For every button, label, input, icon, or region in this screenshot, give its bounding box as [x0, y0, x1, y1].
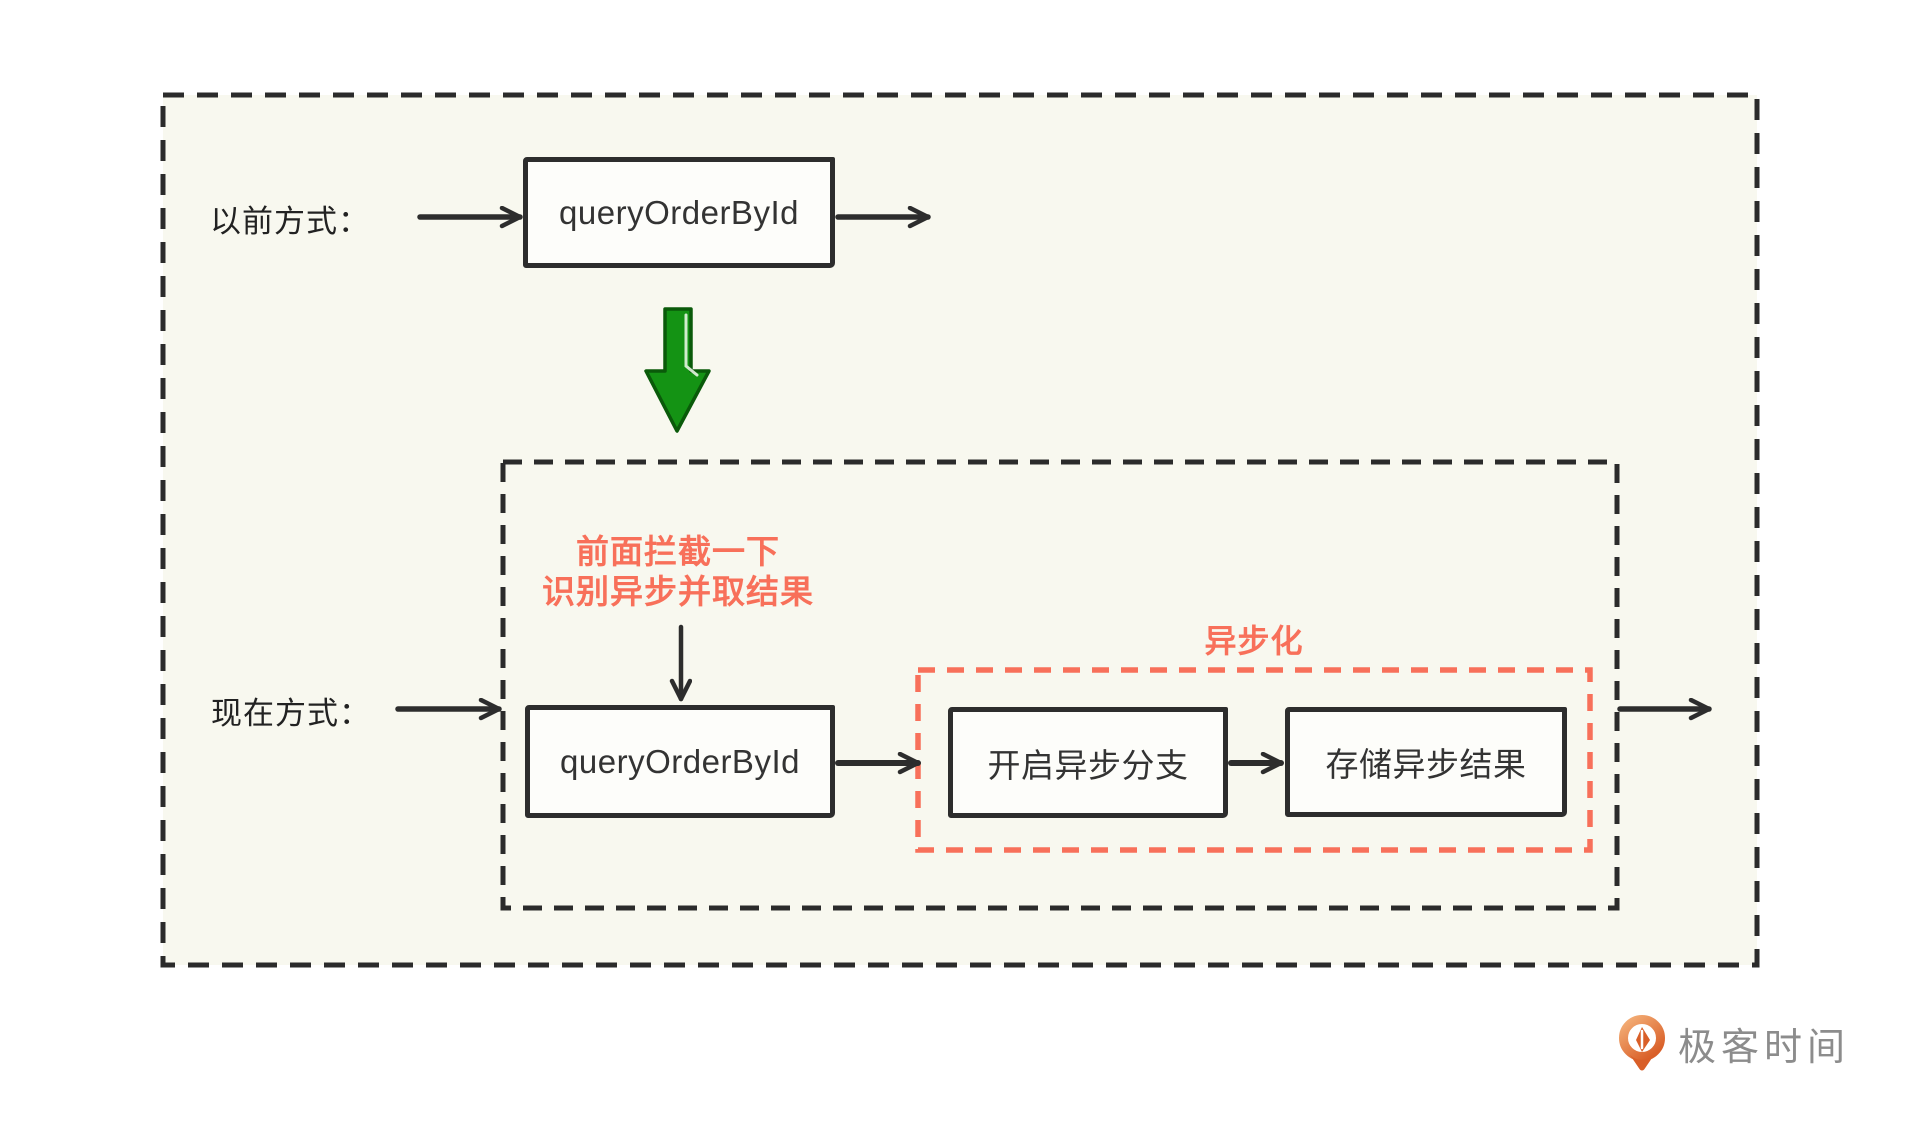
- inner-dashed-frame: [500, 459, 1620, 911]
- async-dashed-frame: [915, 667, 1593, 853]
- open-async-branch-box: 开启异步分支: [948, 707, 1228, 818]
- old-query-order-box: queryOrderById: [523, 157, 835, 268]
- green-down-arrow-icon: [644, 307, 711, 433]
- brand-logo: 极客时间: [1616, 1010, 1850, 1076]
- brand-logo-text: 极客时间: [1678, 1026, 1851, 1069]
- outer-dashed-frame: [160, 92, 1760, 968]
- geektime-logo-icon: [1619, 1015, 1665, 1071]
- store-async-result-box: 存储异步结果: [1285, 707, 1567, 817]
- intercept-annotation-line2: 识别异步并取结果: [542, 573, 814, 610]
- old-way-label: 以前方式：: [210, 204, 370, 239]
- new-query-order-box: queryOrderById: [525, 705, 835, 818]
- new-way-label: 现在方式：: [211, 696, 371, 731]
- intercept-annotation-line1: 前面拦截一下: [576, 533, 780, 570]
- intercept-annotation: 前面拦截一下 识别异步并取结果: [478, 532, 878, 612]
- async-group-title: 异步化: [1204, 623, 1304, 659]
